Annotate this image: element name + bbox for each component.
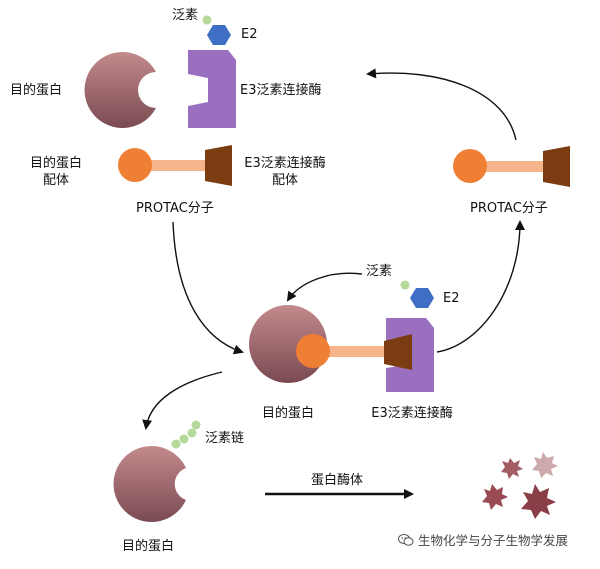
label-proteasome: 蛋白酶体 [311,473,364,488]
label-target-protein-bottom: 目的蛋白 [122,539,175,554]
target-ligand-ball-mid [296,334,330,368]
e3-ligase-top [188,50,236,128]
arrow-protac-to-complex [172,221,244,355]
arrow-complex-to-ubiquitinated [142,371,223,430]
label-target-ligand-2: 配体 [42,173,70,188]
e3-ligase-mid [386,318,434,392]
e2-hexagon-mid [410,288,434,308]
e3-ligand-block-mid [384,334,412,370]
protac-linker-mid [312,346,388,357]
protein-fragments [482,452,558,519]
watermark-text: 生物化学与分子生物学发展 [418,533,569,548]
ubiquitin-top-icon [202,15,212,25]
ubiquitin-chain-icon [171,420,201,449]
protac-linker-right [470,161,545,172]
label-e3-ligase-mid: E3泛素连接酶 [371,406,453,421]
watermark: 生物化学与分子生物学发展 [398,530,568,549]
label-e3-ligand-1: E3泛素连接酶 [244,156,326,171]
ubiquitin-mid-icon [400,280,410,290]
arrow-ubiquitin-to-protein [286,272,363,302]
arrow-to-protac-right-e3 [366,68,517,141]
label-e3-ligand-2: 配体 [271,173,299,188]
label-ubiquitin-top: 泛素 [172,8,199,23]
target-ligand-ball-right [453,149,487,183]
wechat-icon [398,534,414,546]
label-target-protein-mid: 目的蛋白 [261,406,315,421]
label-ubiquitin-mid: 泛素 [366,264,393,279]
arrow-complex-to-protac [436,220,525,353]
e3-ligand-block-right [543,146,570,187]
target-protein-bottom [113,445,186,522]
label-e3-ligase-top: E3泛素连接酶 [240,83,322,98]
label-ubiquitin-chain: 泛素链 [205,431,245,446]
protac-linker-left [135,160,207,171]
e3-ligand-block-left [205,145,232,186]
label-e2-top: E2 [241,27,258,42]
label-target-protein-top: 目的蛋白 [10,83,63,98]
label-target-ligand-1: 目的蛋白 [29,156,83,171]
target-protein-top [84,52,156,129]
label-protac-left: PROTAC分子 [136,201,214,216]
target-ligand-ball-left [118,148,152,182]
e2-hexagon-top [207,25,231,45]
label-protac-right: PROTAC分子 [470,201,548,216]
label-e2-mid: E2 [443,291,460,306]
